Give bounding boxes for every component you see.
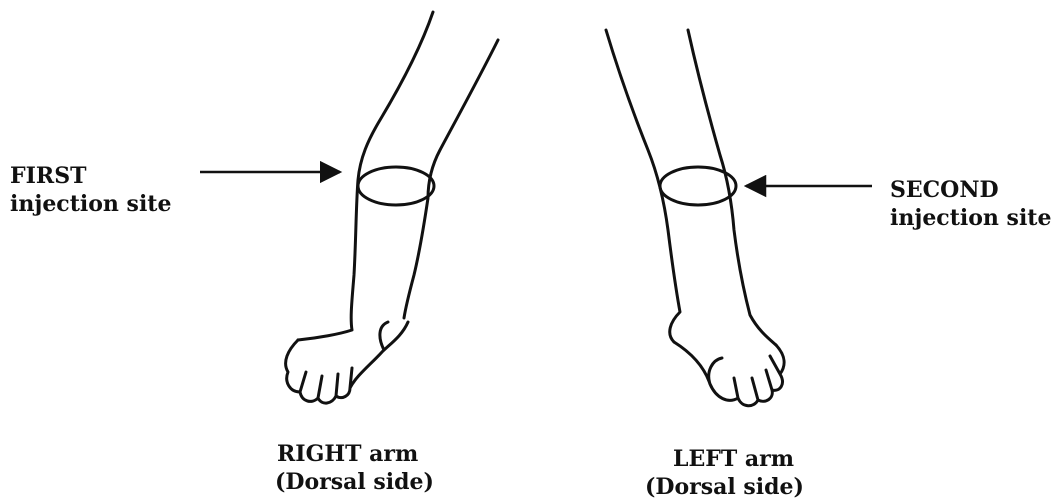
second-label-line1: SECOND — [890, 176, 1051, 204]
first-label-line2: injection site — [10, 190, 171, 218]
first-injection-site-label: FIRST injection site — [10, 162, 171, 218]
second-injection-site-label: SECOND injection site — [890, 176, 1051, 232]
right-arm-caption-line2: (Dorsal side) — [275, 468, 434, 496]
left-hand — [674, 342, 784, 406]
first-label-line1: FIRST — [10, 162, 171, 190]
right-hand — [286, 322, 408, 403]
left-arm-inner-contour — [688, 30, 776, 345]
second-label-line2: injection site — [890, 204, 1051, 232]
right-arm-caption: RIGHT arm (Dorsal side) — [275, 440, 434, 496]
left-arm-caption-line1: LEFT arm — [645, 445, 804, 473]
left-arm-drawing — [606, 30, 784, 406]
left-arm-caption: LEFT arm (Dorsal side) — [645, 445, 804, 501]
left-arm-outer-contour — [606, 30, 680, 342]
right-arm-inner-contour — [404, 40, 498, 318]
right-arm-caption-line1: RIGHT arm — [275, 440, 434, 468]
right-arm-drawing — [286, 12, 498, 403]
right-arm-injection-site-ring — [358, 167, 434, 205]
left-arm-caption-line2: (Dorsal side) — [645, 473, 804, 501]
left-arm-injection-site-ring — [660, 167, 736, 205]
